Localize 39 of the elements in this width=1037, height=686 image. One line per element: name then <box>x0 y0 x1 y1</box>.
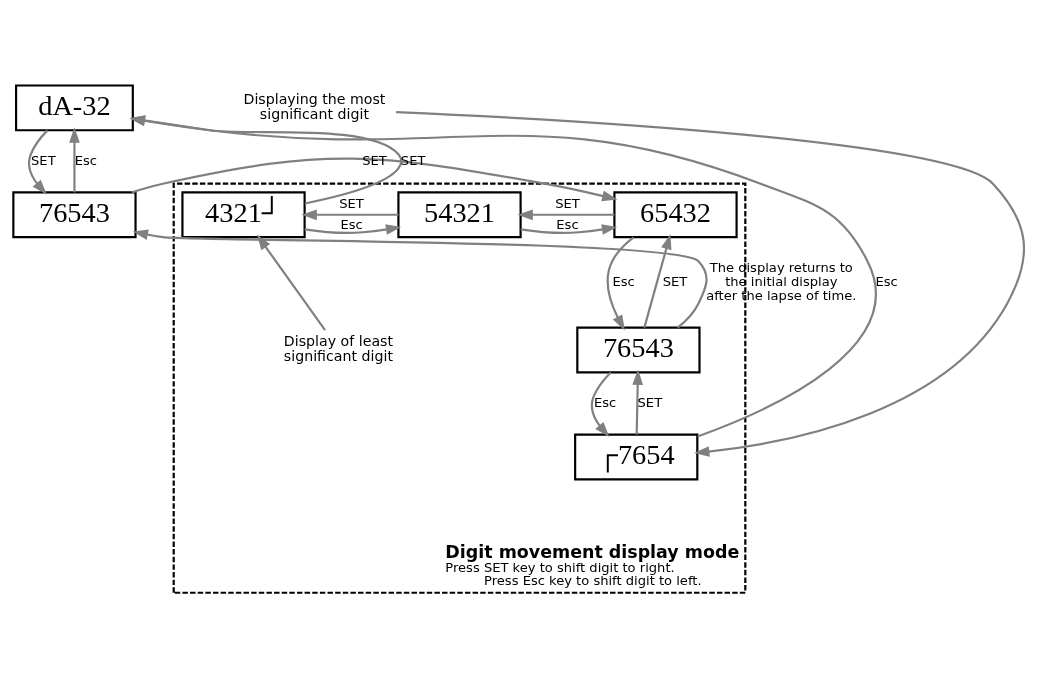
edge-label: The display returns to the initial display after the lapse of time. <box>705 259 856 303</box>
arrow <box>27 129 48 195</box>
edge-label: Esc <box>339 216 363 232</box>
arrow <box>129 114 402 205</box>
node-box: 76543 <box>11 190 137 238</box>
node-box: ┌7654 <box>573 433 698 480</box>
edge-label: SET <box>662 273 687 289</box>
edge-label: SET <box>554 195 580 211</box>
node-box: 65432 <box>612 190 738 238</box>
arrow <box>631 369 643 435</box>
arrow <box>606 235 634 330</box>
arrow <box>132 228 708 328</box>
edge-label: SET <box>30 152 56 168</box>
edge-label: Esc <box>874 273 898 289</box>
node-text: Displaying the most significant digit <box>243 90 385 122</box>
edge-label: Esc <box>612 273 635 289</box>
arrow <box>517 208 614 220</box>
edge-label: SET <box>361 152 387 168</box>
arrow <box>395 110 1025 457</box>
arrow <box>68 126 80 192</box>
arrow <box>590 371 611 437</box>
edge-label: SET <box>400 152 425 168</box>
edge-label: SET <box>338 195 364 211</box>
node-box: 4321┘ <box>180 190 306 238</box>
arrow <box>642 233 671 328</box>
arrow <box>304 223 401 235</box>
arrow <box>131 157 617 201</box>
edge-label: Esc <box>74 152 97 168</box>
node-box: 76543 <box>575 326 701 373</box>
arrow <box>520 223 617 235</box>
edge-label: Esc <box>555 216 579 232</box>
arrow <box>256 234 326 331</box>
node-text: Display of least significant digit <box>283 332 393 364</box>
edge-label: Esc <box>593 394 616 410</box>
arrow <box>301 208 398 220</box>
arrow <box>129 115 876 437</box>
node-box: dA-32 <box>14 83 134 131</box>
node-box: 54321 <box>396 190 522 238</box>
edge-label: SET <box>637 394 662 410</box>
